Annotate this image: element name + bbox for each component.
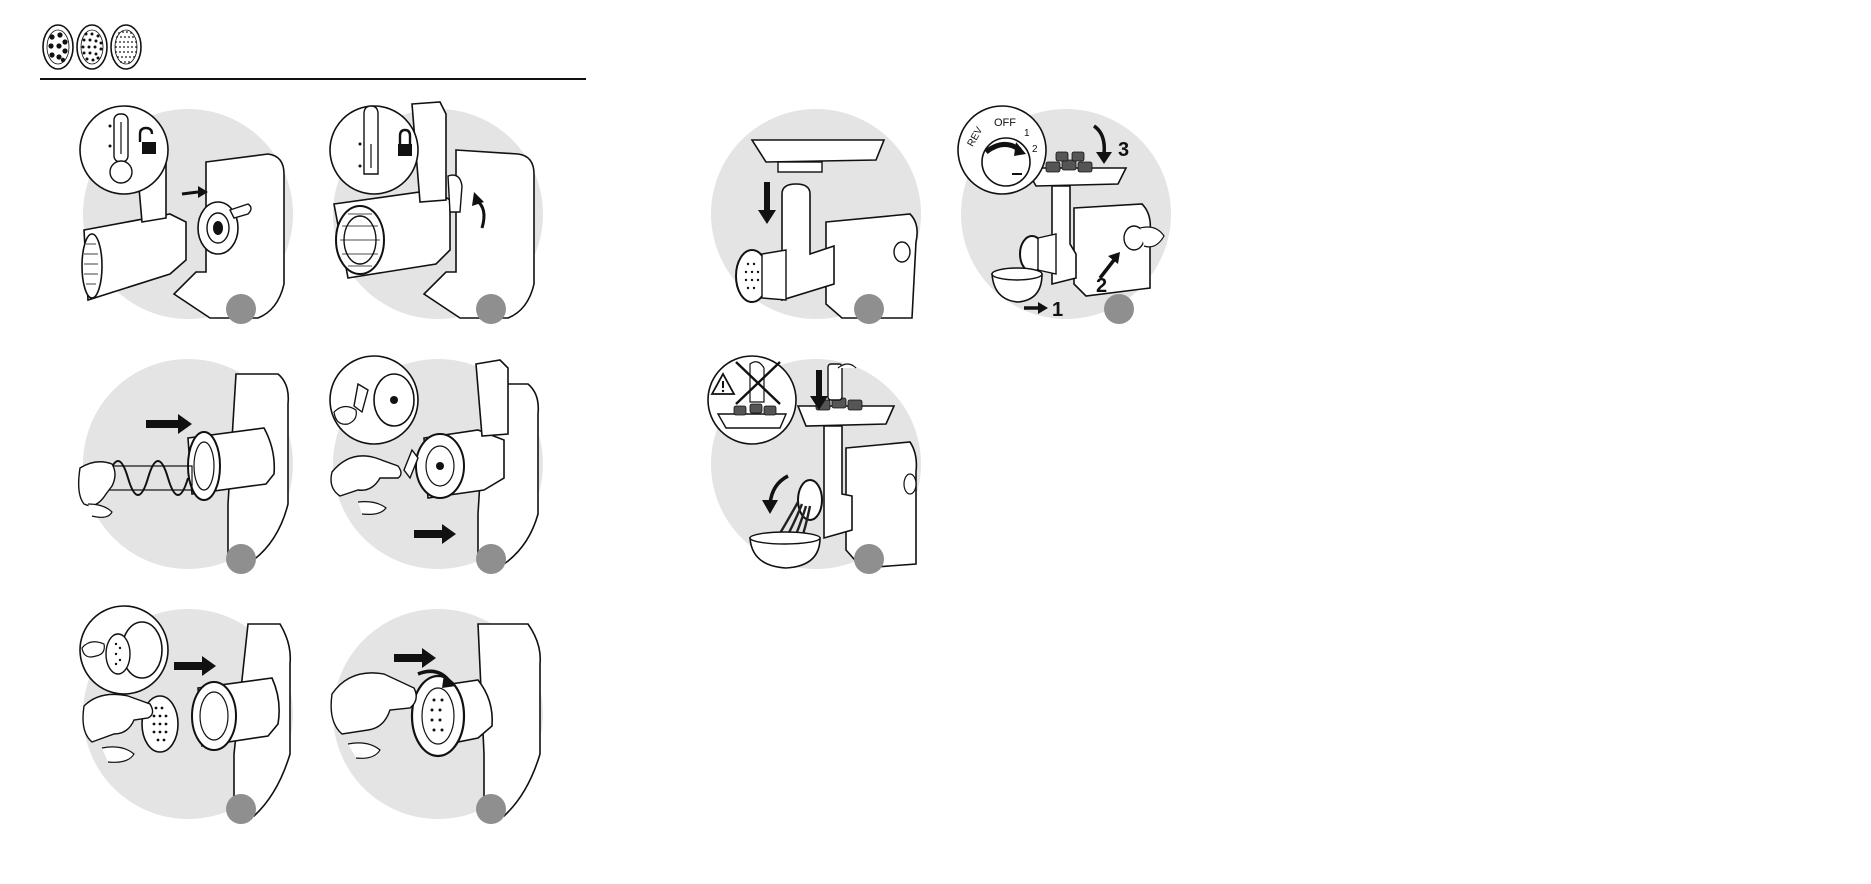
step-badge [226, 544, 256, 574]
step-badge [476, 794, 506, 824]
step-badge [1104, 294, 1134, 324]
step-i-illustration [706, 354, 926, 574]
dial-off-label: OFF [994, 117, 1016, 129]
dial-speed-2-label: 2 [1032, 144, 1038, 155]
step-badge [476, 544, 506, 574]
step-badge [476, 294, 506, 324]
step-f-illustration [328, 604, 548, 824]
step-d-illustration [328, 354, 548, 574]
header-rule [40, 78, 586, 80]
step-badge [854, 294, 884, 324]
step-c-illustration [78, 354, 298, 574]
step-e-illustration [78, 604, 298, 824]
fine-disc-icon [108, 22, 144, 72]
callout-step-1: 1 [1052, 299, 1063, 321]
step-a-illustration [78, 104, 298, 324]
step-badge [226, 294, 256, 324]
dial-speed-1-label: 1 [1024, 128, 1030, 139]
step-b-illustration [328, 104, 548, 324]
step-badge [226, 794, 256, 824]
coarse-disc-icon [40, 22, 76, 72]
step-g-illustration [706, 104, 926, 324]
step-badge [854, 544, 884, 574]
step-h-illustration: 1 2 3 REV OFF 1 2 [956, 104, 1176, 324]
callout-step-3: 3 [1118, 139, 1129, 161]
medium-disc-icon [74, 22, 110, 72]
callout-step-2: 2 [1096, 275, 1107, 297]
